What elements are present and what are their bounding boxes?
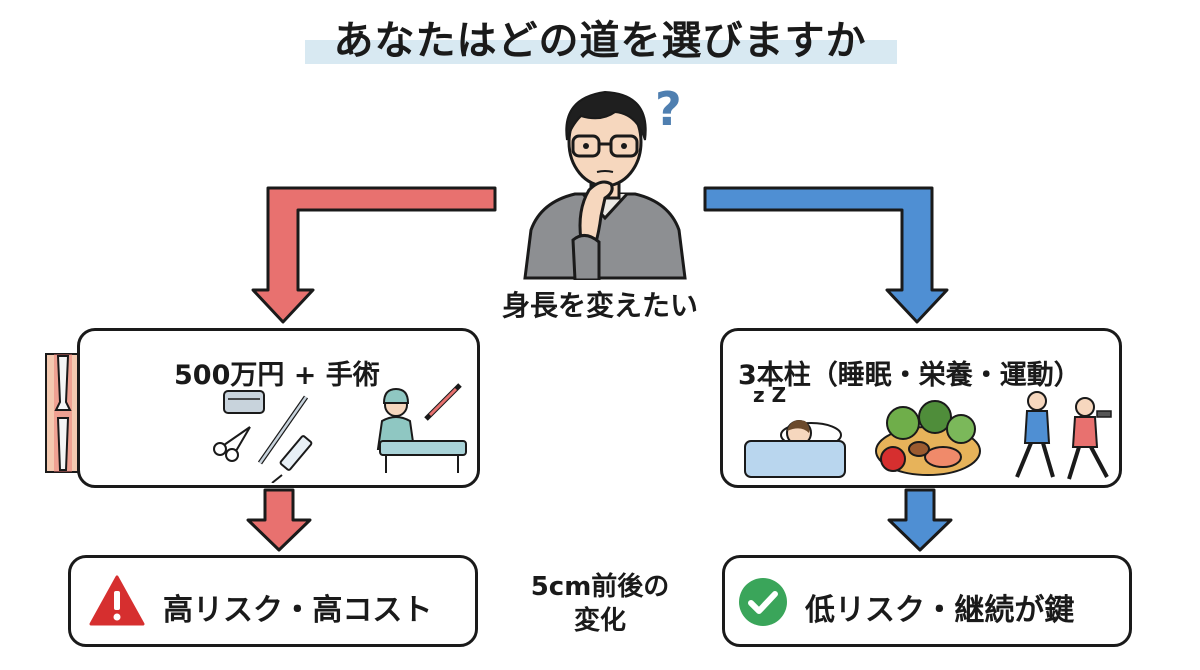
surgery-option-box: 500万円 + 手術 <box>77 328 480 488</box>
surgery-result-text: 高リスク・高コスト <box>163 593 433 628</box>
surgeon-operating-icon <box>376 383 467 473</box>
title-highlight <box>305 40 897 64</box>
surgery-result-box: 高リスク・高コスト <box>68 555 478 647</box>
food-nutrition-icon <box>875 400 981 476</box>
thinking-person-illustration <box>523 90 687 280</box>
left-arrow-bottom <box>246 488 312 552</box>
title-area: あなたはどの道を選びますか <box>0 0 1200 80</box>
height-change-note-line2: 変化 <box>573 606 626 636</box>
warning-icon <box>89 575 145 626</box>
question-mark-icon: ? <box>655 82 682 136</box>
page-title: あなたはどの道を選びますか <box>333 18 867 64</box>
lifestyle-option-box: 3本柱（睡眠・栄養・運動） z Z <box>720 328 1122 488</box>
exercise-running-icon <box>1015 391 1112 480</box>
surgical-tools-icon <box>213 390 313 483</box>
right-arrow-bottom <box>887 488 953 552</box>
surgery-option-title: 500万円 + 手術 <box>174 360 380 391</box>
left-arrow-top <box>251 186 497 324</box>
height-change-note: 5cm前後の 変化 <box>490 570 710 638</box>
sleep-z-icon: z Z <box>753 383 787 407</box>
lifestyle-result-text: 低リスク・継続が鍵 <box>805 593 1075 628</box>
lifestyle-option-title: 3本柱（睡眠・栄養・運動） <box>738 360 1081 391</box>
goal-label: 身長を変えたい <box>501 289 698 322</box>
lifestyle-result-box: 低リスク・継続が鍵 <box>722 555 1132 647</box>
height-change-note-line1: 5cm前後の <box>530 572 670 602</box>
right-arrow-top <box>703 186 949 324</box>
check-circle-icon <box>739 578 787 626</box>
sleeping-icon <box>744 420 846 478</box>
